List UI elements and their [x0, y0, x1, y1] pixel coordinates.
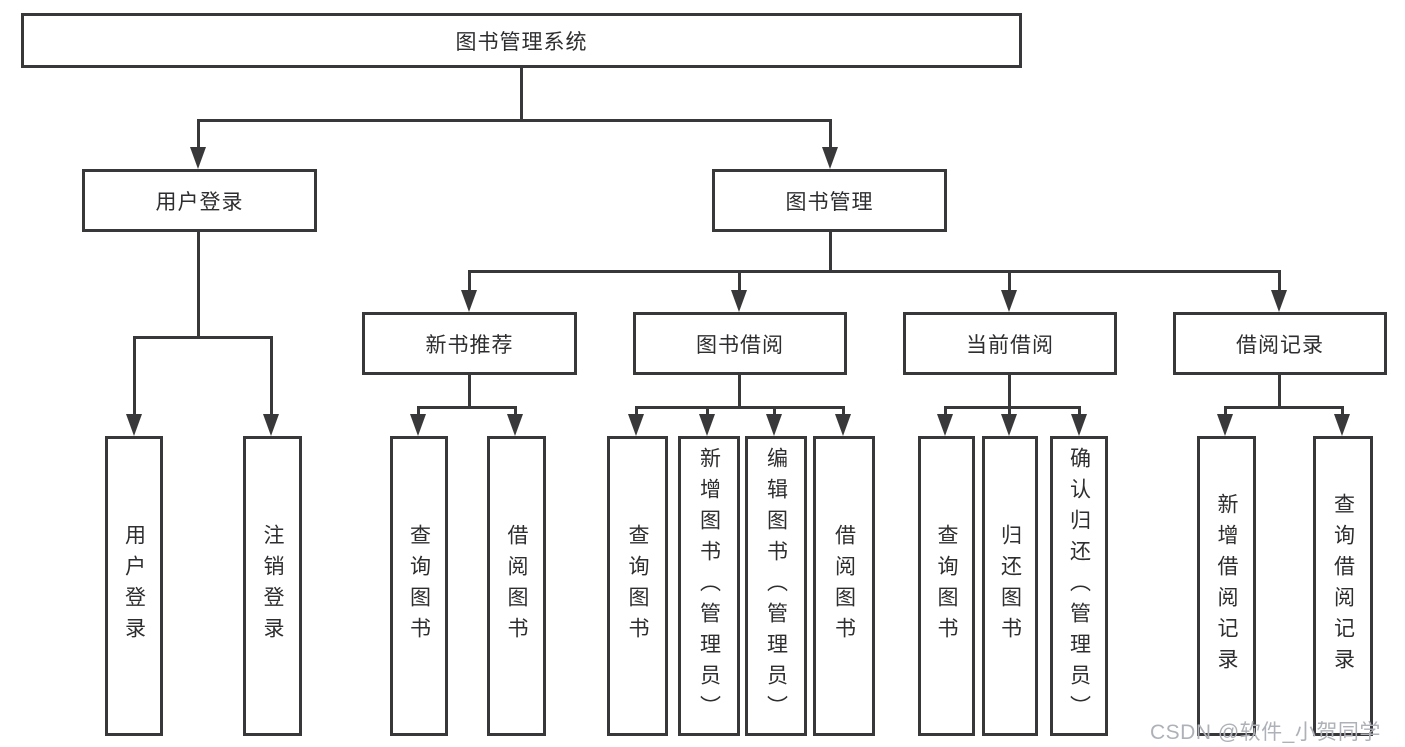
arrow-down-icon [126, 414, 142, 436]
connector-new-book-bus [417, 406, 517, 409]
connector-drop-leaf [1224, 406, 1227, 418]
node-label: 借阅图书 [505, 524, 528, 648]
node-new-book-recommend: 新书推荐 [362, 312, 577, 375]
node-user-login: 用户登录 [82, 169, 317, 232]
connector-drop-leaf [1341, 406, 1344, 418]
leaf-query-borrow-record: 查询借阅记录 [1313, 436, 1373, 736]
connector-drop-book-mgmt [829, 119, 832, 149]
connector-book-mgmt-bus [468, 270, 1281, 273]
connector-drop-leaf [133, 336, 136, 416]
connector-records-bus [1224, 406, 1344, 409]
arrow-down-icon [1071, 414, 1087, 436]
connector-root-bus [197, 119, 831, 122]
node-label: 查询图书 [407, 524, 431, 648]
node-book-management: 图书管理 [712, 169, 947, 232]
node-label: 新增图书（管理员） [697, 446, 721, 726]
arrow-down-icon [628, 414, 644, 436]
arrow-down-icon [766, 414, 782, 436]
leaf-edit-books-admin: 编辑图书（管理员） [745, 436, 807, 736]
arrow-down-icon [1271, 290, 1287, 312]
node-label: 当前借阅 [966, 333, 1054, 357]
connector-drop-leaf [514, 406, 517, 418]
connector-drop-leaf [773, 406, 776, 418]
arrow-down-icon [1001, 290, 1017, 312]
connector-records-stem [1278, 375, 1281, 406]
connector-drop-leaf [944, 406, 947, 418]
arrow-down-icon [731, 290, 747, 312]
node-label: 图书借阅 [696, 333, 784, 357]
arrow-down-icon [190, 147, 206, 169]
arrow-down-icon [822, 147, 838, 169]
connector-drop-new-book [468, 270, 471, 292]
node-label: 编辑图书（管理员） [764, 446, 788, 726]
arrow-down-icon [1334, 414, 1350, 436]
arrow-down-icon [699, 414, 715, 436]
arrow-down-icon [937, 414, 953, 436]
connector-drop-user-login [197, 119, 200, 149]
node-label: 新书推荐 [425, 333, 514, 357]
node-label: 借阅图书 [832, 524, 856, 648]
connector-drop-leaf [1008, 406, 1011, 418]
node-label: 借阅记录 [1236, 333, 1324, 357]
leaf-return-books: 归还图书 [982, 436, 1038, 736]
node-label: 图书管理 [785, 190, 874, 214]
connector-current-stem [1008, 375, 1011, 406]
node-current-borrowing: 当前借阅 [903, 312, 1117, 375]
node-label: 注销登录 [261, 524, 284, 648]
node-label: 图书管理系统 [455, 30, 588, 54]
connector-drop-leaf [1078, 406, 1081, 418]
connector-root-stem [520, 68, 523, 119]
connector-drop-records [1278, 270, 1281, 292]
node-label: 查询图书 [935, 524, 958, 648]
connector-drop-leaf [842, 406, 845, 418]
arrow-down-icon [1217, 414, 1233, 436]
node-borrowing-records: 借阅记录 [1173, 312, 1387, 375]
node-label: 查询借阅记录 [1331, 493, 1355, 679]
node-label: 新增借阅记录 [1215, 493, 1238, 679]
connector-book-mgmt-stem [829, 232, 832, 270]
leaf-add-books-admin: 新增图书（管理员） [678, 436, 740, 736]
leaf-borrow-books-recommend: 借阅图书 [487, 436, 546, 736]
node-label: 用户登录 [122, 524, 146, 648]
connector-drop-leaf [270, 336, 273, 416]
leaf-query-books-borrowing: 查询图书 [607, 436, 668, 736]
connector-drop-current [1008, 270, 1011, 292]
leaf-confirm-return-admin: 确认归还（管理员） [1050, 436, 1108, 736]
connector-borrow-bus [635, 406, 845, 409]
arrow-down-icon [263, 414, 279, 436]
leaf-borrow-books-borrowing: 借阅图书 [813, 436, 875, 736]
node-label: 查询图书 [626, 524, 649, 648]
node-book-borrowing: 图书借阅 [633, 312, 847, 375]
csdn-watermark: CSDN @软件_小贺同学 [1150, 721, 1381, 744]
leaf-logout: 注销登录 [243, 436, 302, 736]
connector-drop-borrow [738, 270, 741, 292]
node-library-management-system: 图书管理系统 [21, 13, 1022, 68]
arrow-down-icon [835, 414, 851, 436]
leaf-user-login: 用户登录 [105, 436, 163, 736]
arrow-down-icon [1001, 414, 1017, 436]
connector-borrow-stem [738, 375, 741, 406]
connector-user-login-bus [133, 336, 273, 339]
connector-user-login-stem [197, 232, 200, 336]
connector-drop-leaf [417, 406, 420, 418]
connector-drop-leaf [635, 406, 638, 418]
leaf-query-books-current: 查询图书 [918, 436, 975, 736]
node-label: 用户登录 [155, 190, 244, 214]
arrow-down-icon [461, 290, 477, 312]
node-label: 归还图书 [998, 524, 1022, 648]
leaf-add-borrow-record: 新增借阅记录 [1197, 436, 1256, 736]
arrow-down-icon [507, 414, 523, 436]
connector-current-bus [944, 406, 1081, 409]
node-label: 确认归还（管理员） [1067, 446, 1091, 726]
connector-drop-leaf [706, 406, 709, 418]
arrow-down-icon [410, 414, 426, 436]
connector-new-book-stem [468, 375, 471, 406]
leaf-query-books-recommend: 查询图书 [390, 436, 448, 736]
